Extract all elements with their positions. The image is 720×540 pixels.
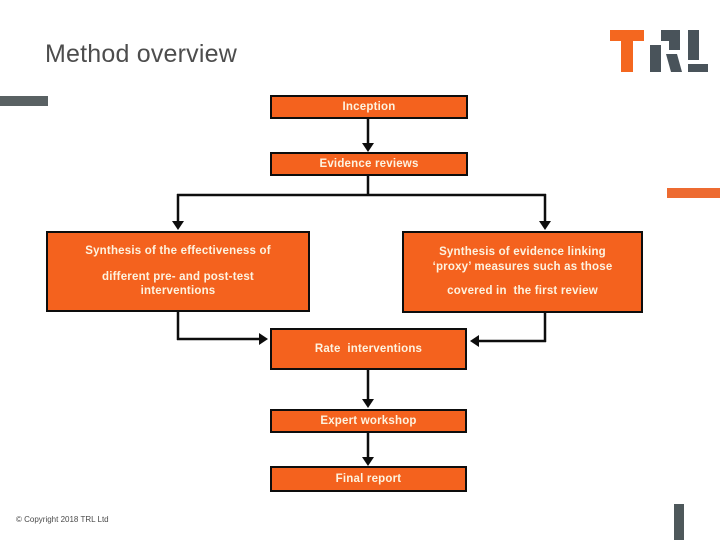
flow-node-expert-workshop: Expert workshop: [270, 409, 467, 433]
flow-node-rate-interventions: Rate interventions: [270, 328, 467, 370]
node-label: Rate interventions: [314, 342, 423, 355]
slide-title: Method overview: [45, 40, 237, 68]
right-accent-bar: [667, 188, 720, 198]
node-label-line: Synthesis of evidence linking: [439, 246, 606, 259]
node-label-line: different pre- and post-test: [102, 270, 254, 283]
flow-node-evidence-reviews: Evidence reviews: [270, 152, 468, 176]
node-label-line: Synthesis of the effectiveness of: [85, 244, 271, 257]
node-label: Final report: [335, 472, 402, 485]
flow-node-final-report: Final report: [270, 466, 467, 492]
node-label: Evidence reviews: [319, 157, 419, 170]
top-left-accent-bar: [0, 96, 48, 106]
flow-node-synthesis-proxy: Synthesis of evidence linking ‘proxy’ me…: [402, 231, 643, 313]
flow-node-inception: Inception: [270, 95, 468, 119]
node-label-line: interventions: [140, 285, 216, 298]
trl-logo: TRL: [608, 28, 712, 74]
node-label: Expert workshop: [320, 414, 417, 427]
trl-logo-graphic: [610, 30, 712, 72]
bottom-right-accent-bar: [674, 504, 684, 540]
node-label-line: ‘proxy’ measures such as those: [432, 261, 613, 274]
node-label: Inception: [342, 100, 396, 113]
flow-node-synthesis-effectiveness: Synthesis of the effectiveness of differ…: [46, 231, 310, 312]
node-label-line: covered in the first review: [447, 284, 598, 297]
copyright-text: © Copyright 2018 TRL Ltd: [16, 515, 109, 524]
